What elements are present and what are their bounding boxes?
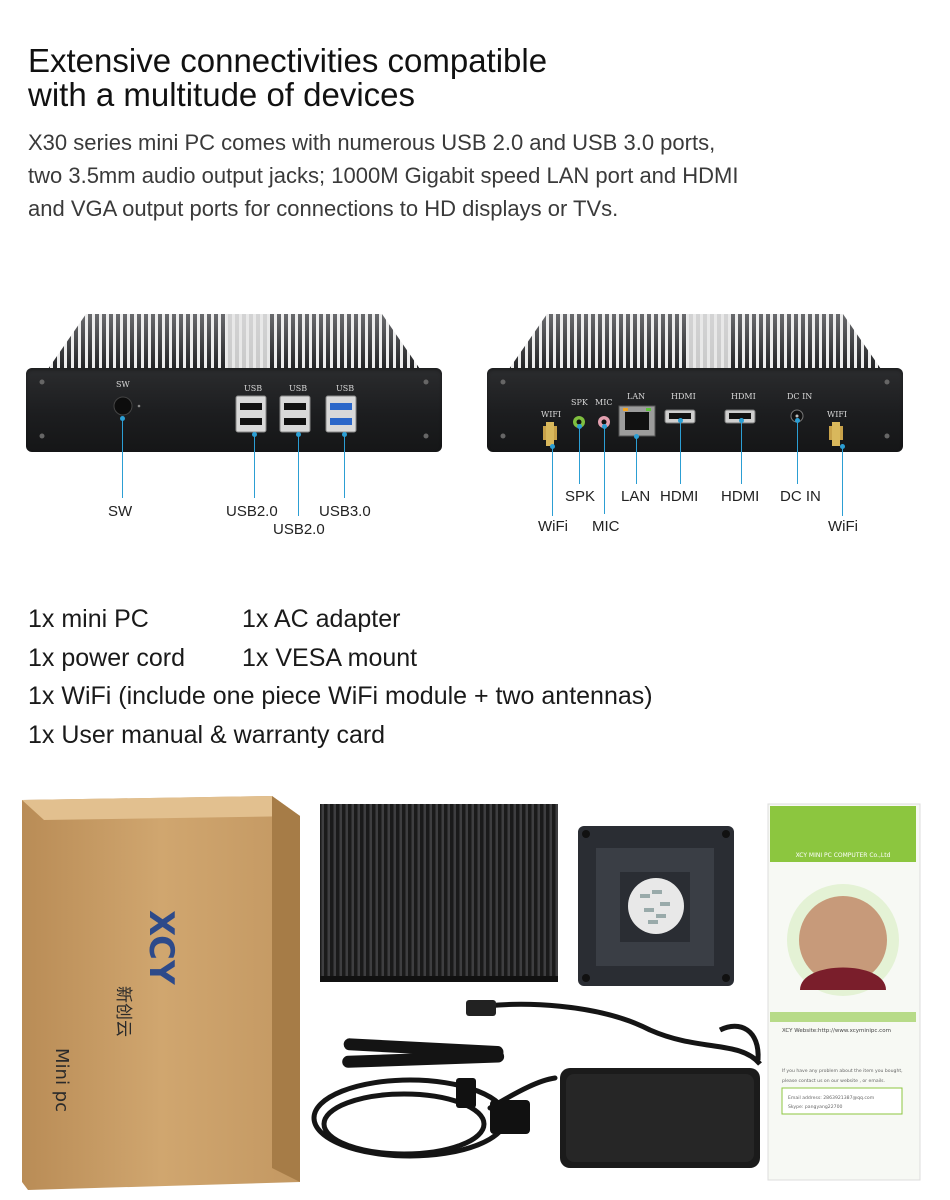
antenna-photo [342, 1038, 505, 1068]
rear-hdmi-label-1: HDMI [671, 392, 696, 401]
manual-skype: Skype: pangyang22700 [788, 1104, 842, 1110]
mini-pc-photo [320, 804, 558, 982]
rear-ports [500, 379, 890, 446]
pkg-manual: 1x User manual & warranty card [28, 720, 386, 749]
box-brand-cn: 新创云 [113, 986, 133, 1037]
front-usb-label-3: USB [336, 384, 355, 393]
manual-email: Email address: 2863921387@qq.com [788, 1095, 875, 1101]
rear-panel-device: WIFI SPK MIC LAN HDMI HDMI DC IN WIFI [487, 314, 903, 452]
rear-mic-label: MIC [595, 398, 613, 407]
vesa-mount-photo [578, 826, 734, 986]
front-panel-device: SW USB USB USB [26, 314, 442, 452]
rear-spk-label: SPK [571, 398, 588, 407]
pkg-power-cord: 1x power cord [28, 643, 186, 672]
rear-hdmi-label-2: HDMI [731, 392, 756, 401]
front-ports [39, 379, 429, 439]
description-line-3: and VGA output ports for connections to … [28, 196, 619, 221]
callout-usb3: USB3.0 [319, 503, 371, 520]
svg-text:XCY: XCY [141, 910, 181, 985]
rear-wifi-label-l: WIFI [541, 410, 562, 419]
manual-note-2: please contact us on our website , or em… [782, 1078, 885, 1084]
rear-dcin-label: DC IN [787, 392, 813, 401]
front-usb-label-1: USB [244, 384, 263, 393]
ac-adapter-photo [466, 1000, 762, 1168]
description: X30 series mini PC comes with numerous U… [28, 126, 908, 225]
rear-wifi-label-r: WIFI [827, 410, 848, 419]
pkg-wifi: 1x WiFi (include one piece WiFi module +… [28, 682, 653, 710]
callout-usb2-b: USB2.0 [273, 521, 325, 538]
user-manual-photo: XCY MINI PC COMPUTER Co.,Ltd XCY Website… [767, 803, 921, 1181]
manual-note-1: If you have any problem about the item y… [782, 1068, 903, 1074]
heatsink-fins [46, 314, 422, 372]
package-contents: 1x mini PC 1x AC adapter 1x power cord 1x … [28, 600, 653, 754]
callout-wifi-l: WiFi [538, 518, 568, 535]
headline-line-2: with a multitude of devices [28, 76, 416, 113]
front-sw-label: SW [116, 380, 130, 389]
callout-sw: SW [108, 503, 133, 520]
package-photos: XCY 新创云 Mini pc [22, 796, 921, 1190]
description-line-1: X30 series mini PC comes with numerous U… [28, 130, 716, 155]
pkg-mini-pc: 1x mini PC [28, 605, 149, 633]
callout-lan: LAN [621, 488, 651, 505]
description-line-2: two 3.5mm audio output jacks; 1000M Giga… [28, 163, 739, 188]
heatsink-fins [507, 314, 883, 372]
manual-website: XCY Website:http://www.xcyminipc.com [782, 1028, 891, 1034]
callout-mic: MIC [592, 518, 620, 535]
callout-hdmi-1: HDMI [660, 488, 699, 505]
callout-spk: SPK [565, 488, 596, 505]
pkg-vesa-mount: 1x VESA mount [242, 643, 418, 672]
headline: Extensive connectivities compatible with… [28, 44, 728, 112]
callout-hdmi-2: HDMI [721, 488, 760, 505]
manual-header: XCY MINI PC COMPUTER Co.,Ltd [796, 852, 891, 859]
wifi-antenna-connector-icon [543, 422, 557, 446]
callout-dcin: DC IN [780, 488, 821, 505]
headline-line-1: Extensive connectivities compatible [28, 42, 548, 79]
box-label: Mini pc [51, 1048, 72, 1112]
front-usb-label-2: USB [289, 384, 308, 393]
callout-wifi-r: WiFi [828, 518, 858, 535]
pkg-ac-adapter: 1x AC adapter [242, 605, 401, 633]
retail-box: XCY 新创云 Mini pc [22, 796, 300, 1190]
callout-usb2-a: USB2.0 [226, 503, 278, 520]
rear-lan-label: LAN [627, 392, 646, 401]
